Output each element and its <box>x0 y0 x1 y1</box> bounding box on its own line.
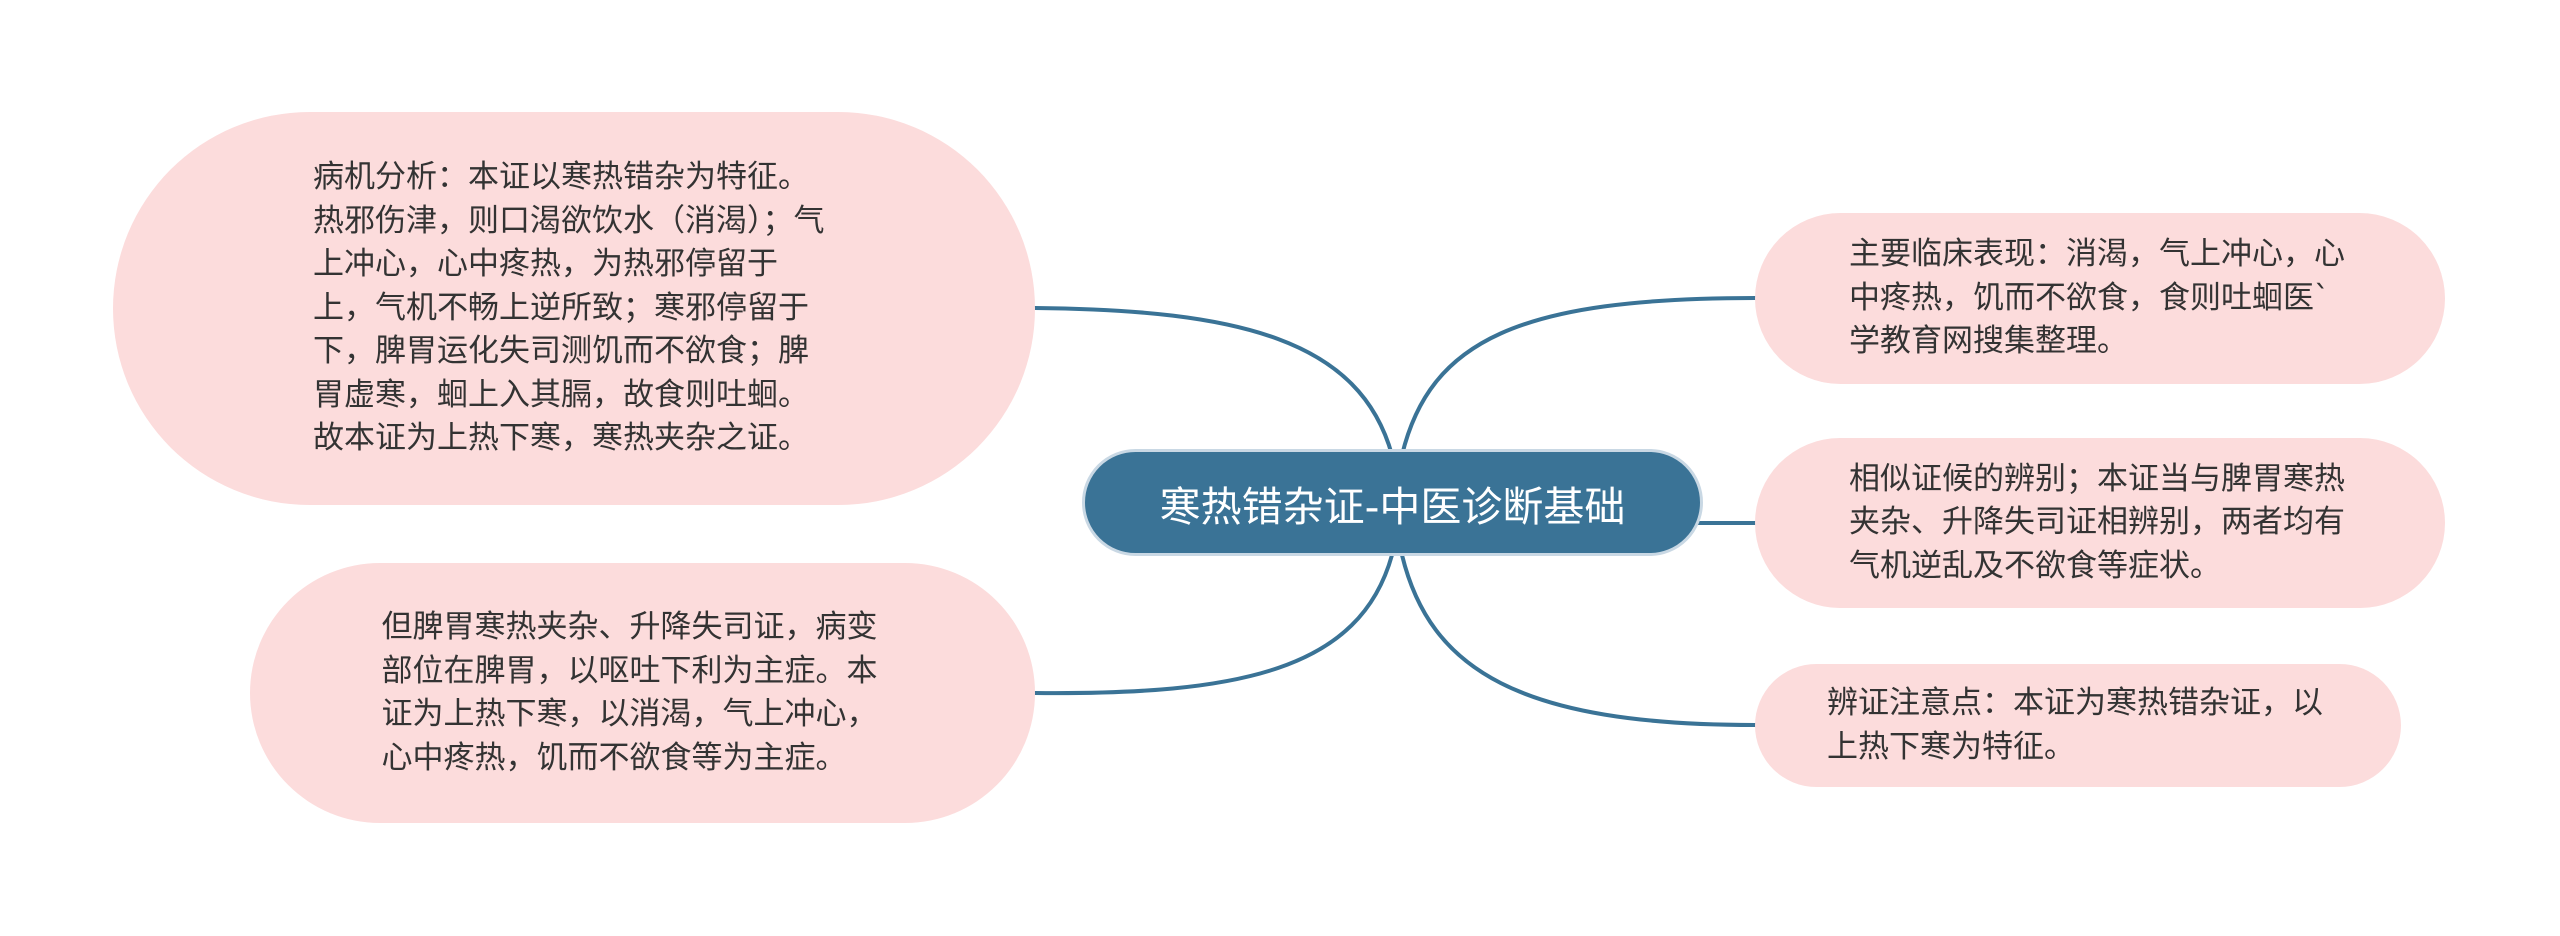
branch-differentiation-text: 相似证候的辨别；本证当与脾胃寒热夹杂、升降失司证相辨别，两者均有气机逆乱及不欲食… <box>1849 460 2345 584</box>
connector-to-comparison-detail <box>1033 553 1394 696</box>
central-topic-title: 寒热错杂证-中医诊断基础 <box>1159 482 1626 531</box>
branch-differentiation[interactable]: 相似证候的辨别；本证当与脾胃寒热夹杂、升降失司证相辨别，两者均有气机逆乱及不欲食… <box>1755 438 2445 608</box>
branch-main-symptoms-text: 主要临床表现：消渴，气上冲心，心中疼热，饥而不欲食，食则吐蛔医`学教育网搜集整理… <box>1849 236 2345 360</box>
connector-to-pathogenesis <box>1033 306 1394 457</box>
branch-key-points-text: 辨证注意点：本证为寒热错杂证，以上热下寒为特征。 <box>1827 685 2323 765</box>
connector-to-main-symptoms <box>1400 296 1757 457</box>
branch-main-symptoms[interactable]: 主要临床表现：消渴，气上冲心，心中疼热，饥而不欲食，食则吐蛔医`学教育网搜集整理… <box>1755 213 2445 384</box>
central-topic[interactable]: 寒热错杂证-中医诊断基础 <box>1082 449 1703 556</box>
branch-key-points[interactable]: 辨证注意点：本证为寒热错杂证，以上热下寒为特征。 <box>1755 664 2401 787</box>
connector-to-key-points <box>1400 553 1757 727</box>
branch-pathogenesis[interactable]: 病机分析：本证以寒热错杂为特征。热邪伤津，则口渴欲饮水（消渴）；气上冲心，心中疼… <box>113 112 1035 505</box>
branch-comparison-detail[interactable]: 但脾胃寒热夹杂、升降失司证，病变部位在脾胃，以呕吐下利为主症。本证为上热下寒，以… <box>250 563 1035 823</box>
branch-pathogenesis-text: 病机分析：本证以寒热错杂为特征。热邪伤津，则口渴欲饮水（消渴）；气上冲心，心中疼… <box>313 159 825 457</box>
branch-comparison-detail-text: 但脾胃寒热夹杂、升降失司证，病变部位在脾胃，以呕吐下利为主症。本证为上热下寒，以… <box>381 609 878 776</box>
